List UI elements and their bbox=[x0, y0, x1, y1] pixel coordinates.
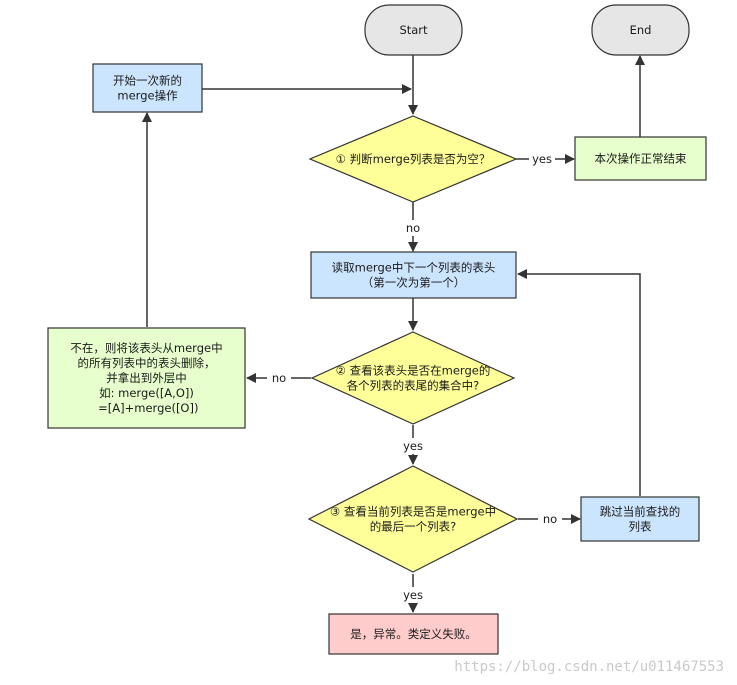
node-text-line: =[A]+merge([O]) bbox=[95, 401, 199, 415]
skip-label: 跳过当前查找的列表 bbox=[600, 505, 681, 534]
node-text-line: 的所有列表中的表头删除， bbox=[78, 356, 216, 370]
node-text-line: ② 查看该表头是否在merge的 bbox=[336, 364, 491, 378]
node-text-line: 列表 bbox=[629, 520, 652, 534]
start-label: Start bbox=[399, 23, 428, 37]
check-tails-decision bbox=[310, 331, 516, 425]
node-text-line: End bbox=[630, 23, 652, 37]
node-text-line: ① 判断merge列表是否为空？ bbox=[336, 152, 491, 166]
check-last-label: ③ 查看当前列表是否是merge中的最后一个列表? bbox=[330, 505, 496, 534]
node-text-line: 本次操作正常结束 bbox=[595, 152, 687, 166]
start-terminal bbox=[364, 4, 463, 56]
label-last-no: no bbox=[543, 512, 557, 526]
node-text-line: ③ 查看当前列表是否是merge中 bbox=[330, 505, 496, 519]
watermark: https://blog.csdn.net/u011467553 bbox=[454, 659, 724, 675]
not-in-tails-label: 不在，则将该表头从merge中的所有列表中的表头删除，并拿出到外层中如: mer… bbox=[70, 341, 222, 415]
node-text-line: 如: merge([A,O]) bbox=[99, 386, 194, 400]
error-box bbox=[328, 613, 499, 655]
check-empty-label: ① 判断merge列表是否为空？ bbox=[336, 152, 491, 166]
label-empty-yes: yes bbox=[532, 152, 552, 166]
node-text-line: 的最后一个列表? bbox=[370, 520, 457, 534]
node-text-line: 并拿出到外层中 bbox=[106, 371, 187, 385]
error-label: 是，异常。类定义失败。 bbox=[350, 627, 477, 641]
node-text-line: 跳过当前查找的 bbox=[600, 505, 681, 519]
node-text-line: 是，异常。类定义失败。 bbox=[350, 627, 477, 641]
finish-box bbox=[574, 136, 707, 181]
finish-label: 本次操作正常结束 bbox=[595, 152, 687, 166]
node-text-line: 开始一次新的 bbox=[113, 74, 182, 88]
label-last-yes: yes bbox=[403, 588, 423, 602]
skip-box bbox=[580, 496, 700, 542]
edge-skip-to-read-head bbox=[517, 269, 641, 496]
label-tails-no: no bbox=[272, 371, 286, 385]
node-text-line: 不在，则将该表头从merge中 bbox=[70, 341, 222, 355]
new-merge-box bbox=[92, 63, 203, 113]
node-text-line: （第一次为第一个） bbox=[362, 276, 466, 290]
check-tails-label: ② 查看该表头是否在merge的各个列表的表尾的集合中? bbox=[336, 364, 491, 393]
edge-labels: yes no no yes no yes bbox=[267, 151, 562, 603]
label-tails-yes: yes bbox=[403, 439, 423, 453]
label-empty-no: no bbox=[406, 221, 420, 235]
node-text-line: Start bbox=[399, 23, 428, 37]
check-last-decision bbox=[307, 465, 519, 573]
node-text-line: 各个列表的表尾的集合中? bbox=[347, 379, 480, 393]
end-terminal bbox=[591, 4, 690, 56]
not-in-tails-box bbox=[47, 327, 246, 429]
node-text-line: 读取merge中下一个列表的表头 bbox=[332, 261, 496, 275]
node-text-line: merge操作 bbox=[117, 89, 178, 103]
read-head-box bbox=[310, 251, 517, 299]
check-empty-decision bbox=[308, 115, 518, 203]
read-head-label: 读取merge中下一个列表的表头（第一次为第一个） bbox=[332, 261, 496, 290]
end-label: End bbox=[630, 23, 652, 37]
